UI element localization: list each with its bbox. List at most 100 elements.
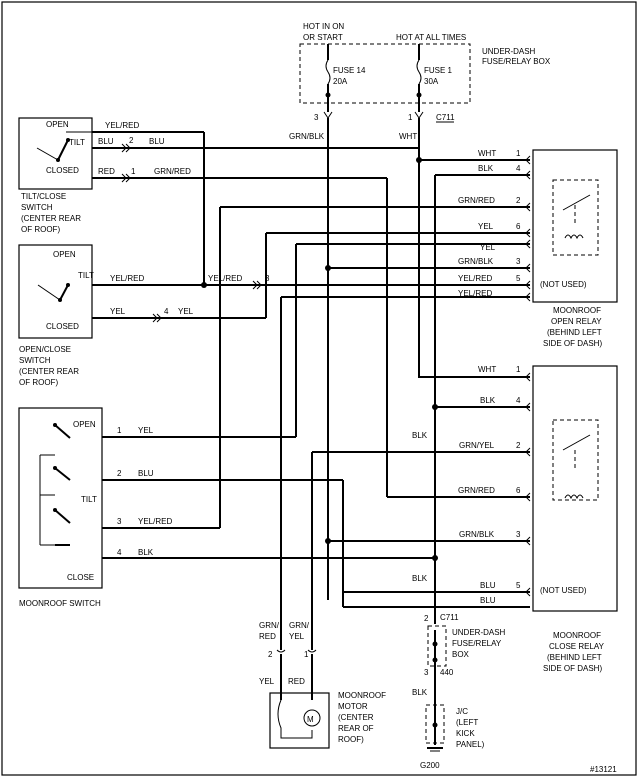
fuse-connector: C711 [436,113,455,122]
open-wht: WHT [478,149,496,158]
motor-icon [303,709,321,727]
close-pin-5: 5 [516,581,521,590]
oc-switch-tilt: TILT [78,271,94,280]
open-relay-caption-1: OPEN RELAY [551,317,602,326]
motor-caption-2: (CENTER [338,713,374,722]
figure-id: #13121 [590,765,617,774]
red-label: RED [98,167,115,176]
mr-blu: BLU [138,469,154,478]
close-pin-6: 6 [516,486,521,495]
open-pin-6: 6 [516,222,521,231]
grn-red-label-top: GRN/RED [154,167,191,176]
ground-label: G200 [420,761,440,770]
close-blu: BLU [480,581,496,590]
tilt-caption-1: SWITCH [21,203,53,212]
close-relay-caption-0: MOONROOF [553,631,601,640]
yel-label-sw2: YEL [178,307,194,316]
mr-blk: BLK [138,548,154,557]
gnd-blk: BLK [412,688,428,697]
close-relay-caption-2: (BEHIND LEFT [547,653,602,662]
close-blk: BLK [480,396,496,405]
close-blu-2: BLU [480,596,496,605]
moonroof-switch: OPEN TILT CLOSE MOONROOF SWITCH [18,407,103,608]
fuse-pin-1: 1 [408,113,413,122]
mr-switch-open: OPEN [73,420,96,429]
fuse1-icon [416,59,422,85]
motor-wire-red: RED [288,677,305,686]
jc-label-1: (LEFT [456,718,478,727]
motor-caption-4: ROOF) [338,735,364,744]
open-yel-red-2: YEL/RED [458,289,492,298]
mr-pin-4: 4 [117,548,122,557]
open-relay-caption-0: MOONROOF [553,306,601,315]
fuse1-label: FUSE 1 [424,66,453,75]
open-pin-3: 3 [516,257,521,266]
oc-caption-2: (CENTER REAR [19,367,79,376]
close-relay: (NOT USED) MOONROOF CLOSE RELAY (BEHIND … [532,365,618,673]
tilt-caption-2: (CENTER REAR [21,214,81,223]
open-pin-1: 1 [516,149,521,158]
fuse-box-outline [299,43,471,104]
jc-label-3: PANEL) [456,740,485,749]
moonroof-motor: M MOONROOF MOTOR (CENTER REAR OF ROOF) [269,691,386,749]
open-pin-2: 2 [516,196,521,205]
close-relay-not-used: (NOT USED) [540,586,587,595]
motor-pin-2: 2 [268,650,273,659]
motor-grn-b: GRN/ [289,621,310,630]
close-wht: WHT [478,365,496,374]
wht-label: WHT [399,132,417,141]
gnd-code: 440 [440,668,454,677]
blu-label-b: BLU [149,137,165,146]
mr-yel: YEL [138,426,154,435]
motor-caption-0: MOONROOF [338,691,386,700]
close-grn-red: GRN/RED [458,486,495,495]
open-grn-red: GRN/RED [458,196,495,205]
motor-caption-1: MOTOR [338,702,368,711]
close-pin-4: 4 [516,396,521,405]
fuse-relay-box: HOT IN ON OR START HOT AT ALL TIMES UNDE… [299,22,551,123]
fuse-pin-3: 3 [314,113,319,122]
mr-yel-red: YEL/RED [138,517,172,526]
oc-switch-open: OPEN [53,250,76,259]
jc-label-2: KICK [456,729,475,738]
hot-run-label: HOT IN ON [303,22,344,31]
open-relay-caption-2: (BEHIND LEFT [547,328,602,337]
mr-switch-close: CLOSE [67,573,94,582]
mr-switch-caption: MOONROOF SWITCH [19,599,101,608]
open-pin-4: 4 [516,164,521,173]
tilt-switch-tilt: TILT [69,138,85,147]
fuse14-label: FUSE 14 [333,66,366,75]
open-relay-caption-3: SIDE OF DASH) [543,339,602,348]
motor-caption-3: REAR OF [338,724,374,733]
pin-1-tilt: 1 [131,167,136,176]
gnd-title-1: FUSE/RELAY [452,639,502,648]
ground-fuse-box: 2 C711 UNDER-DASH FUSE/RELAY BOX 3 440 [424,613,506,677]
pin-3-oc: 3 [265,274,270,283]
junction-connector: J/C (LEFT KICK PANEL) G200 [420,704,485,770]
fuse14-icon [325,59,331,85]
fuse-box-title-2: FUSE/RELAY BOX [482,57,551,66]
oc-caption-0: OPEN/CLOSE [19,345,71,354]
tilt-caption-3: OF ROOF) [21,225,60,234]
jc-label-0: J/C [456,707,468,716]
mr-switch-tilt: TILT [81,495,97,504]
pin-4-oc: 4 [164,307,169,316]
gnd-connector: C711 [440,613,459,622]
gnd-title-0: UNDER-DASH [452,628,506,637]
open-close-switch: OPEN TILT CLOSED OPEN/CLOSE SWITCH (CENT… [18,244,94,387]
hot-run-label-2: OR START [303,33,343,42]
motor-pin-1: 1 [304,650,309,659]
open-relay-not-used: (NOT USED) [540,280,587,289]
open-blk: BLK [478,164,494,173]
close-blk-vert-2: BLK [412,574,428,583]
motor-m: M [307,715,314,724]
yel-red-label-mid: YEL/RED [208,274,242,283]
motor-yel-b: YEL [289,632,305,641]
tilt-switch-closed: CLOSED [46,166,79,175]
oc-caption-1: SWITCH [19,356,51,365]
oc-caption-3: OF ROOF) [19,378,58,387]
gnd-pin-2: 2 [424,614,429,623]
fuse14-amp: 20A [333,77,348,86]
